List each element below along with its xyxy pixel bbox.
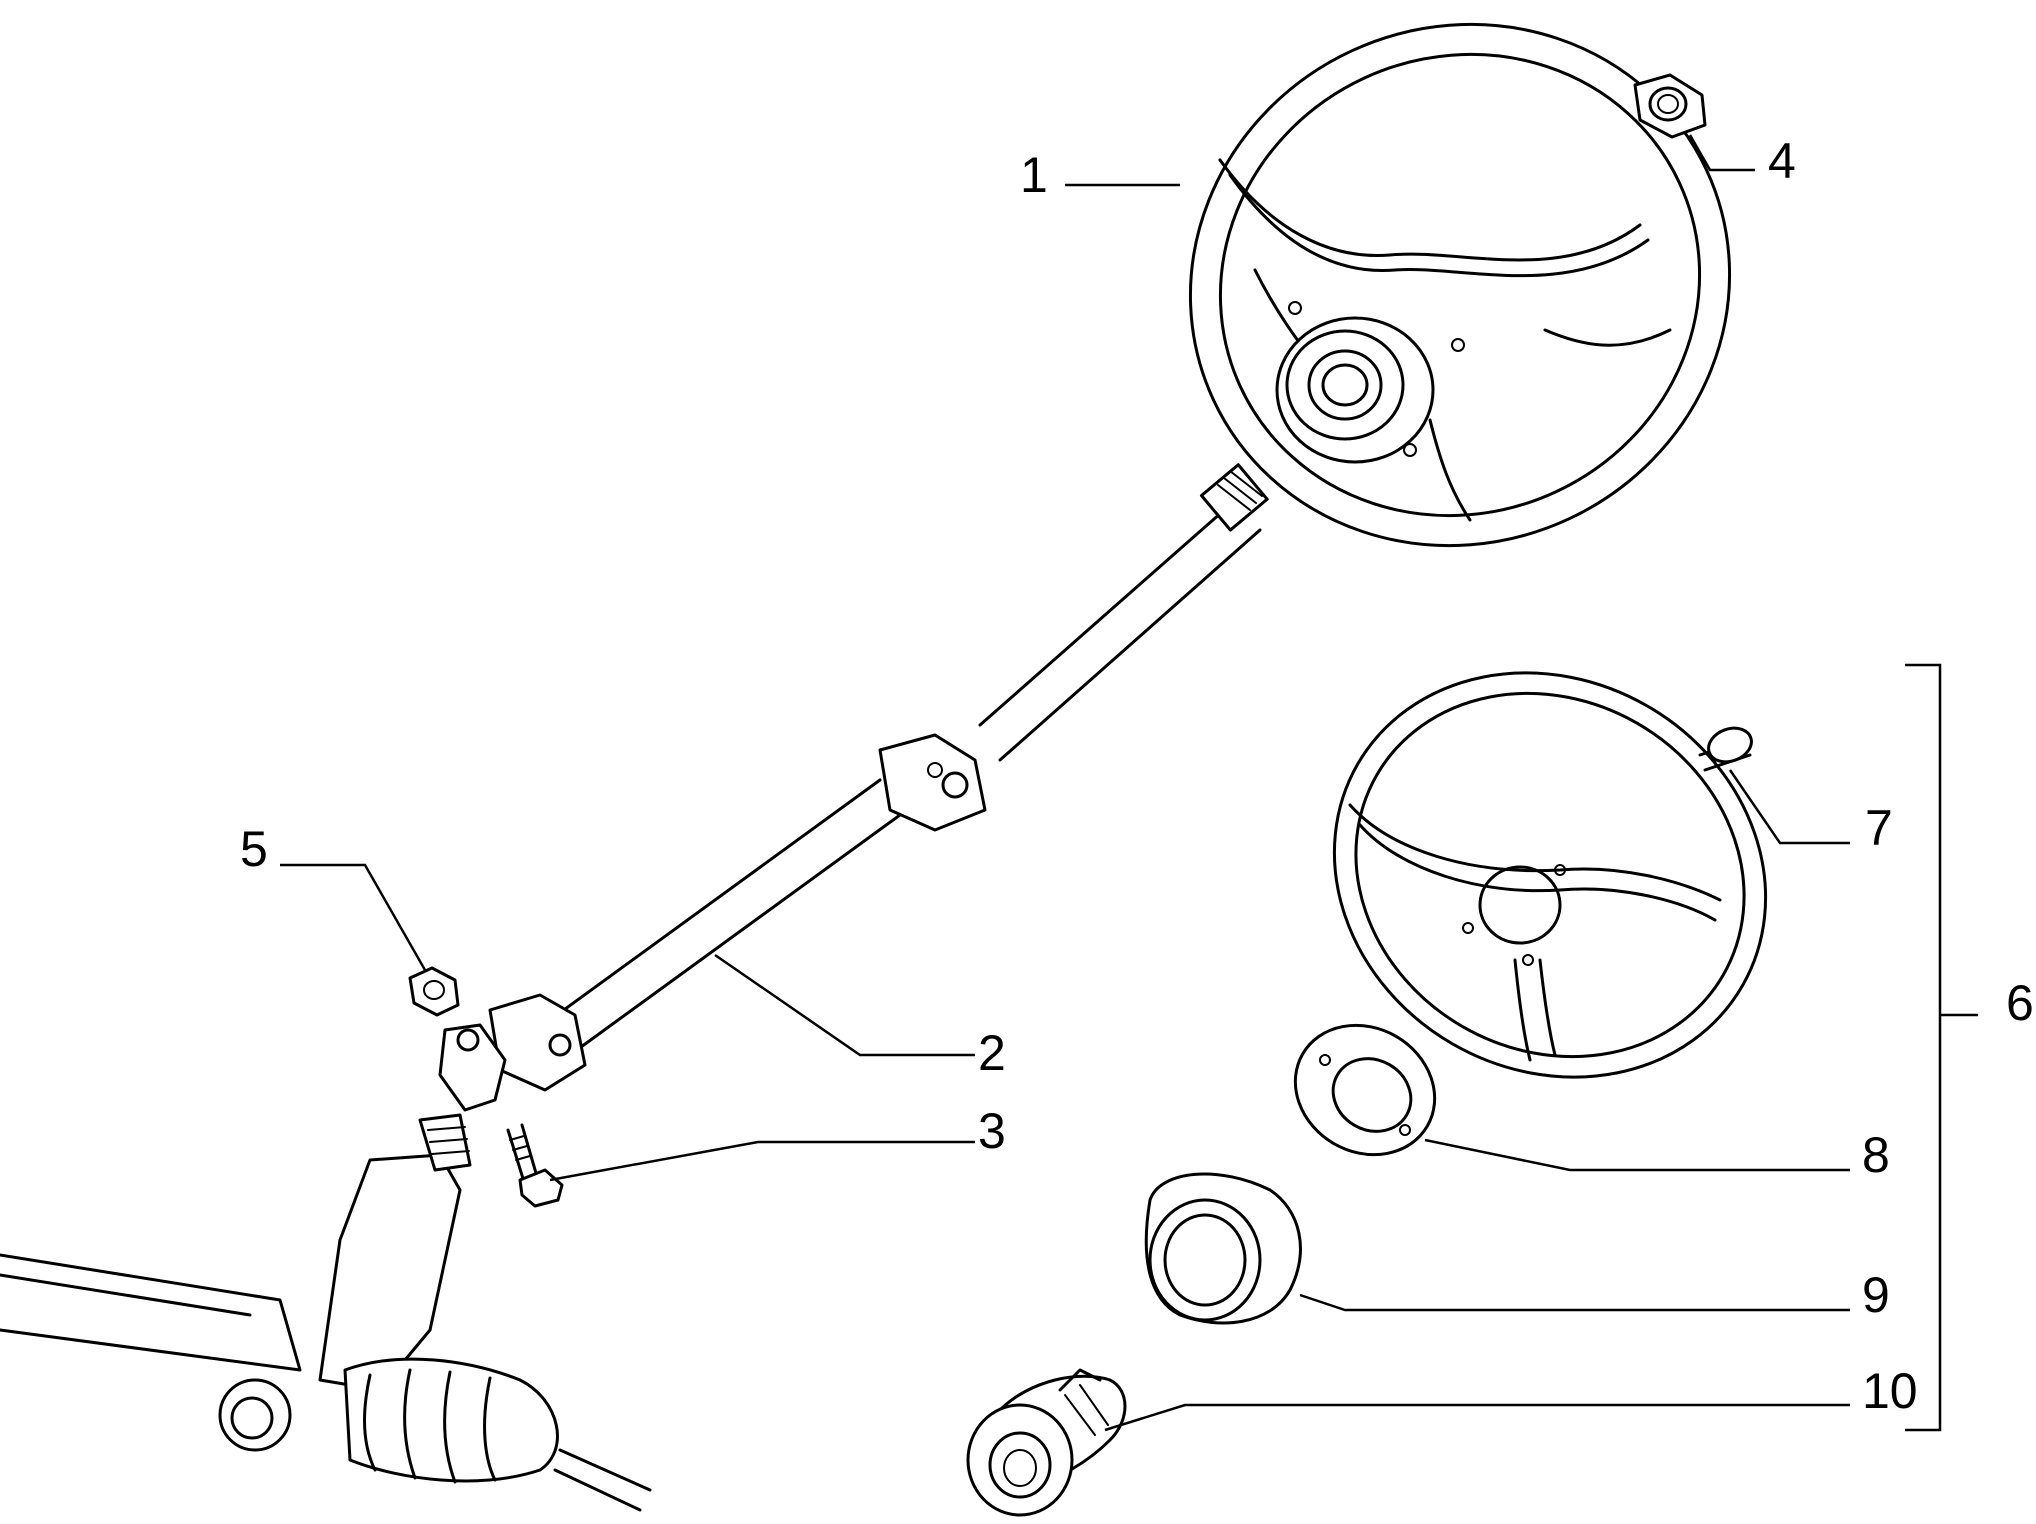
callout-3: 3 [978, 1103, 1006, 1159]
hub-flange-part-8 [1293, 1023, 1437, 1157]
callout-7: 7 [1865, 800, 1893, 856]
callout-2: 2 [978, 1025, 1006, 1081]
sport-steering-wheel-kit [1332, 671, 1768, 1079]
nut-part-5 [408, 966, 460, 1017]
screw-part-7 [1698, 726, 1753, 772]
hub-adapter-part-9 [1144, 1172, 1302, 1325]
steering-wheel-part-1 [1188, 22, 1732, 548]
callout-1: 1 [1020, 147, 1048, 203]
boss-part-10 [966, 1368, 1127, 1517]
steering-rack [0, 1113, 652, 1512]
leader-lines [280, 134, 1978, 1432]
callout-6: 6 [2006, 975, 2034, 1031]
callout-5: 5 [240, 821, 268, 877]
bolt-part-3 [506, 1123, 564, 1208]
callout-9: 9 [1862, 1267, 1890, 1323]
callout-4: 4 [1768, 133, 1796, 189]
callout-10: 10 [1862, 1363, 1918, 1419]
callout-8: 8 [1862, 1127, 1890, 1183]
nut-part-4 [1633, 73, 1707, 139]
steering-shaft-part-2 [438, 463, 1269, 1112]
